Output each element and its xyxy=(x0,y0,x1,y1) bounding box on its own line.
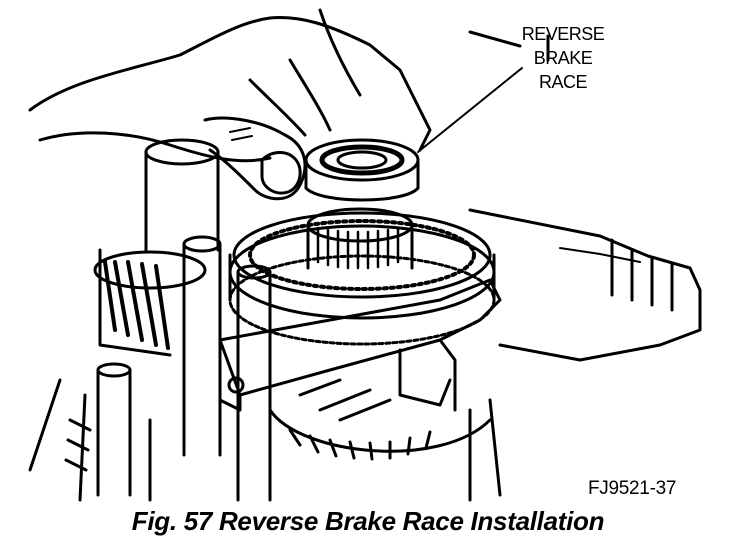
callout-line-1: REVERSE xyxy=(521,24,605,44)
countershaft xyxy=(144,138,220,252)
callout-line-2: BRAKE xyxy=(533,48,593,68)
reverse-brake-race xyxy=(304,138,420,202)
shift-rods xyxy=(96,235,272,502)
reverse-brake-race-label: REVERSE BRAKE RACE xyxy=(500,22,626,94)
lower-gear xyxy=(28,378,502,502)
technician-hand xyxy=(28,8,432,201)
helical-gear xyxy=(93,248,207,357)
figure-caption: Fig. 57 Reverse Brake Race Installation xyxy=(131,506,605,536)
leader-line xyxy=(417,67,523,153)
figure-code: FJ9521-37 xyxy=(588,478,677,499)
callout-line-3: RACE xyxy=(538,72,588,92)
case-housing xyxy=(468,30,702,362)
synchronizer-assembly xyxy=(228,211,496,346)
